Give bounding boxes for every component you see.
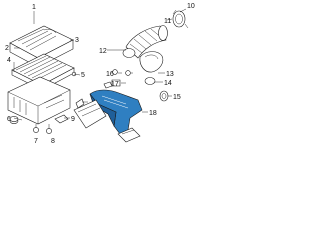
callout-8: 8 — [51, 138, 55, 145]
hose-clamp — [172, 9, 189, 29]
callout-11: 11 — [164, 18, 171, 25]
callout-3: 3 — [75, 37, 79, 44]
air-cleaner-lower-case — [7, 76, 71, 125]
callout-1: 1 — [32, 4, 36, 11]
callout-2: 2 — [5, 45, 9, 52]
resonator — [139, 51, 169, 102]
leader-lines — [13, 8, 187, 129]
callout-7: 7 — [34, 138, 38, 145]
heat-shield-panel — [73, 99, 107, 129]
callout-labels: 1 2 3 4 5 6 7 8 9 10 11 12 13 14 15 16 1… — [5, 3, 195, 145]
callout-18: 18 — [149, 110, 157, 117]
callout-10: 10 — [187, 3, 195, 10]
callout-14: 14 — [164, 80, 172, 87]
air-intake-parts-diagram: 1 2 3 4 5 6 7 8 9 10 11 12 13 14 15 16 1… — [5, 3, 195, 145]
callout-6: 6 — [7, 116, 11, 123]
callout-12: 12 — [99, 48, 107, 55]
mounting-parts — [9, 71, 85, 134]
callout-17: 17 — [111, 81, 119, 88]
intake-hose — [122, 25, 168, 59]
small-fittings — [103, 69, 131, 89]
callout-13: 13 — [166, 71, 174, 78]
callout-4: 4 — [7, 57, 11, 64]
callout-5: 5 — [81, 72, 85, 79]
callout-9: 9 — [71, 116, 75, 123]
callout-16: 16 — [106, 71, 114, 78]
duct-lower-seal — [117, 127, 141, 143]
callout-15: 15 — [173, 94, 181, 101]
